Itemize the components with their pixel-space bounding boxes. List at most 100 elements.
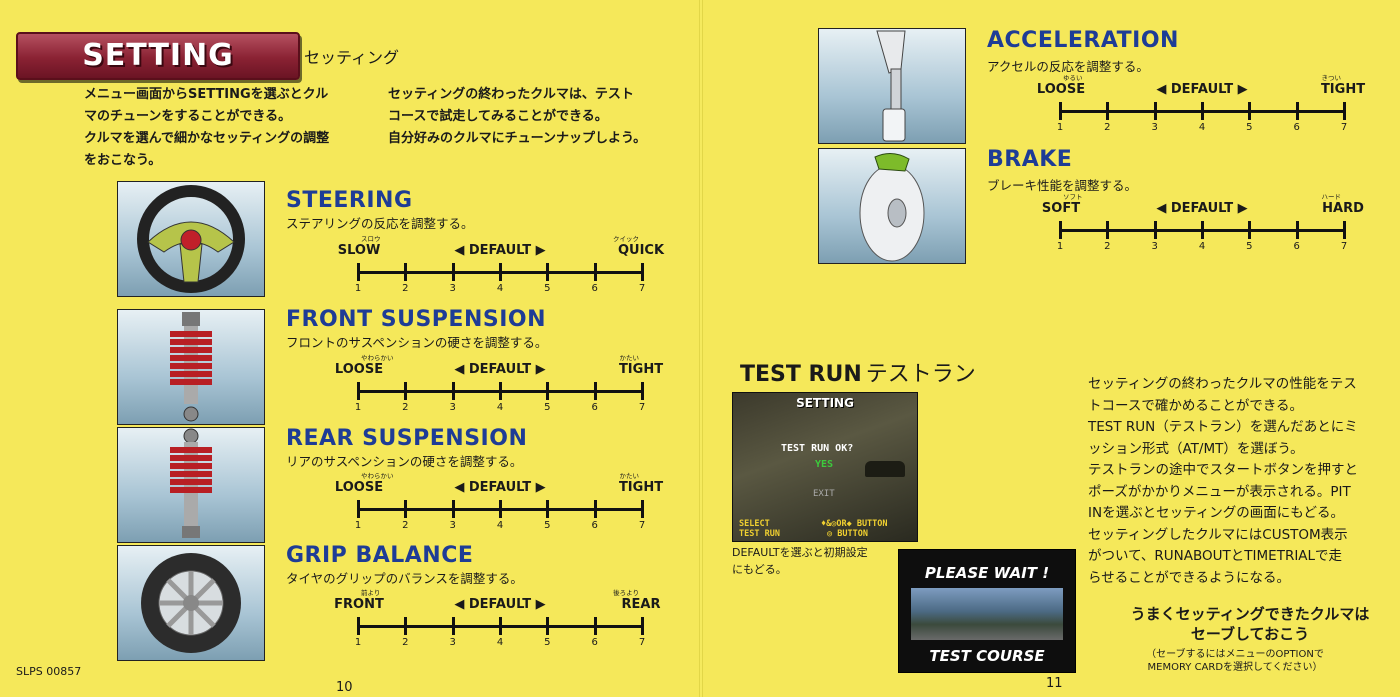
scale-tick	[499, 263, 502, 281]
default-label: ◀ DEFAULT ▶	[454, 243, 546, 258]
scale-tick	[1295, 102, 1299, 120]
scale-number: 7	[638, 637, 646, 648]
scale-tick	[593, 382, 597, 400]
scale-tick	[1153, 102, 1157, 120]
right-ruby: かたい	[619, 354, 640, 362]
scale-number: 1	[354, 520, 362, 531]
scale-number: 6	[591, 283, 598, 294]
scale-number: 1	[354, 637, 362, 648]
scale-number: 1	[354, 402, 362, 413]
scale-number: 4	[496, 520, 504, 531]
steering-title: STEERING	[286, 188, 413, 213]
save-tip-line: うまくセッティングできたクルマは	[1130, 605, 1370, 623]
left-extreme-label: FRONT	[334, 597, 384, 612]
scale-tick	[451, 617, 455, 635]
default-label: ◀ DEFAULT ▶	[454, 480, 546, 495]
course-preview	[911, 588, 1063, 640]
default-label: ◀ DEFAULT ▶	[454, 597, 546, 612]
scale-tick	[641, 617, 644, 635]
scale-number: 5	[544, 637, 551, 648]
scale-tick	[499, 617, 502, 635]
scale-tick	[1201, 102, 1204, 120]
scale-tick	[451, 500, 455, 518]
intro-line: をおこなう。	[84, 153, 162, 168]
screen-exit-option: EXIT	[813, 489, 835, 499]
scale-number: 6	[1293, 241, 1300, 252]
left-ruby: ゆるい	[1063, 74, 1083, 82]
screenshot-caption: DEFAULTを選ぶと初期設定 にもどる。	[732, 544, 868, 578]
left-extreme-label: LOOSE	[1036, 82, 1086, 97]
scale-number: 2	[402, 283, 409, 294]
scale-tick	[499, 500, 502, 518]
right-ruby: クイック	[613, 235, 639, 243]
scale-number: 5	[544, 520, 551, 531]
intro-line: メニュー画面からSETTINGを選ぶとクル	[84, 87, 329, 102]
loading-screenshot: PLEASE WAIT ! TEST COURSE	[898, 549, 1076, 673]
scale-tick	[357, 382, 360, 400]
intro-line: クルマを選んで細かなセッティングの調整	[84, 131, 330, 146]
product-code: SLPS 00857	[16, 665, 82, 678]
scale-number: 1	[1056, 122, 1064, 133]
title-banner: SETTING	[16, 32, 300, 80]
scale-number: 6	[1293, 122, 1300, 133]
scale-number: 4	[496, 283, 504, 294]
scale-tick	[546, 382, 550, 400]
scale-tick	[451, 263, 455, 281]
save-tip: うまくセッティングできたクルマは セーブしておこう	[1100, 604, 1400, 644]
rear-suspension-title: REAR SUSPENSION	[286, 426, 528, 451]
left-ruby: やわらかい	[361, 472, 394, 480]
scale-number: 3	[449, 637, 456, 648]
steering-description: ステアリングの反応を調整する。	[286, 216, 474, 231]
scale-tick	[593, 500, 597, 518]
page-title: SETTING	[82, 38, 234, 73]
default-label: ◀ DEFAULT ▶	[454, 362, 546, 377]
front-suspension-description: フロントのサスペンションの硬さを調整する。	[286, 335, 548, 350]
left-extreme-label: LOOSE	[334, 480, 384, 495]
scale-number: 1	[354, 283, 362, 294]
body-line: ポーズがかかりメニューが表示される。PIT	[1088, 483, 1351, 500]
screen-footer-label: SELECT	[739, 519, 770, 529]
caption-line: DEFAULTを選ぶと初期設定	[732, 546, 868, 559]
page-spine	[699, 0, 703, 697]
scale-number: 4	[1198, 122, 1206, 133]
scale-number: 5	[1246, 122, 1253, 133]
scale-number: 1	[1056, 241, 1064, 252]
scale-number: 3	[449, 520, 456, 531]
right-extreme-label: HARD	[1322, 201, 1364, 216]
body-line: TEST RUN（テストラン）を選んだあとにミ	[1088, 419, 1358, 435]
rear-suspension-description: リアのサスペンションの硬さを調整する。	[286, 454, 523, 469]
brake-description: ブレーキ性能を調整する。	[987, 178, 1138, 193]
default-label: ◀ DEFAULT ▶	[1156, 82, 1248, 97]
screen-question: TEST RUN OK?	[781, 443, 854, 454]
scale-number: 7	[638, 520, 646, 531]
scale-number: 4	[496, 402, 504, 413]
scale-number: 5	[544, 402, 551, 413]
accelerator-pedal-image	[818, 28, 966, 144]
intro-line: コースで試走してみることができる。	[388, 109, 608, 124]
left-ruby: ソフト	[1063, 193, 1083, 201]
test-run-title-jp: テストラン	[865, 362, 976, 387]
scale-number: 7	[1340, 122, 1348, 133]
default-label: ◀ DEFAULT ▶	[1156, 201, 1248, 216]
body-line: らせることができるようになる。	[1088, 569, 1290, 586]
car-icon	[865, 461, 905, 477]
scale-tick	[546, 617, 550, 635]
scale-tick	[641, 382, 644, 400]
default-text: DEFAULT	[1170, 82, 1234, 97]
scale-number: 2	[402, 637, 409, 648]
scale-tick	[1059, 221, 1062, 239]
scale-number: 3	[1151, 122, 1158, 133]
screen-footer-value: ♦&◎OR◆ BUTTON	[821, 519, 888, 529]
scale-tick	[1248, 102, 1252, 120]
scale-number: 6	[591, 402, 598, 413]
page-number-right: 11	[1046, 676, 1063, 691]
default-text: DEFAULT	[1170, 201, 1234, 216]
steering-wheel-icon	[137, 185, 245, 293]
scale-number: 4	[496, 637, 504, 648]
scale-tick	[1343, 102, 1346, 120]
scale-number: 5	[1246, 241, 1253, 252]
front-suspension-image	[117, 309, 265, 425]
